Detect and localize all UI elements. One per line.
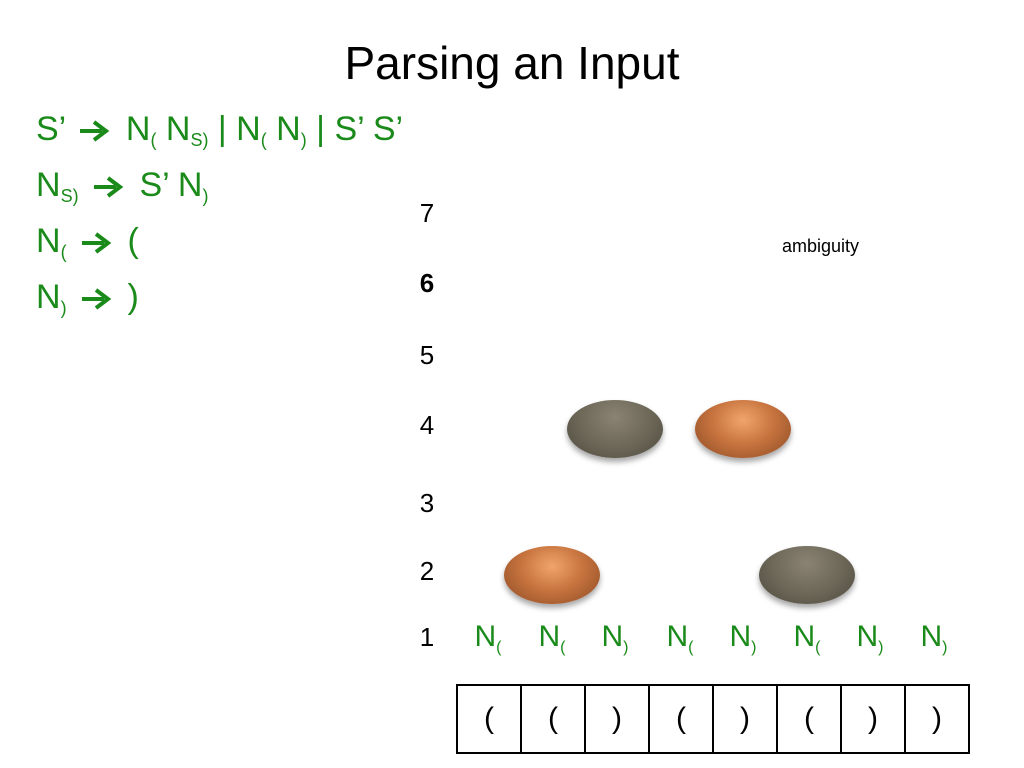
parse-cell-orange (504, 546, 600, 604)
input-row: (()()()) (456, 684, 970, 754)
rule-1-rhs-c: | N (208, 110, 261, 148)
nonterminal: N( (474, 620, 502, 656)
row-label: 4 (419, 410, 435, 440)
arrow-right-icon (82, 288, 112, 310)
rule-1-rhs-sub-a: ( (150, 130, 157, 150)
rule-2-lhs-sub: S) (60, 186, 79, 206)
input-cell: ) (584, 684, 650, 754)
rule-4-lhs-sub: ) (60, 298, 67, 318)
arrow-right-icon (82, 232, 112, 254)
grammar-rule-4: N) ) (36, 280, 403, 336)
nonterminal: N( (793, 620, 821, 656)
parse-cell-gray (759, 546, 855, 604)
rule-2-lhs: N (36, 166, 61, 204)
input-table: (()()()) (456, 684, 970, 754)
row-label: 2 (419, 556, 435, 586)
rule-2-rhs-sub: ) (202, 186, 209, 206)
row-label: 6 (419, 268, 435, 298)
rule-1-rhs-sub-b: S) (190, 130, 209, 150)
arrow-right-icon (80, 120, 110, 142)
ambiguity-annotation: ambiguity (782, 236, 860, 256)
nonterminal: N) (601, 620, 629, 656)
rule-3-rhs: ( (127, 222, 139, 260)
parse-cell-orange (695, 400, 791, 458)
nonterminal: N) (856, 620, 884, 656)
slide-title: Parsing an Input (344, 37, 680, 89)
input-cell: ) (904, 684, 970, 754)
nonterminal: N( (666, 620, 694, 656)
grammar-rule-2: NS) S’ N) (36, 168, 403, 224)
rule-1-rhs-e: | S’ S’ (306, 110, 404, 148)
nonterminal: N( (538, 620, 566, 656)
row-label: 1 (419, 622, 435, 652)
grammar-rule-1: S’ N( NS) | N( N) | S’ S’ (36, 112, 403, 168)
input-cell: ( (456, 684, 522, 754)
input-cell: ) (712, 684, 778, 754)
rule-4-lhs: N (36, 278, 61, 316)
rule-1-rhs-b: N (156, 110, 191, 148)
rule-4-rhs: ) (127, 278, 139, 316)
input-cell: ) (840, 684, 906, 754)
parse-cell-gray (567, 400, 663, 458)
rule-3-lhs-sub: ( (60, 242, 67, 262)
rule-1-rhs-a: N (125, 110, 151, 148)
grammar-rule-3: N( ( (36, 224, 403, 280)
rule-3-lhs: N (36, 222, 61, 260)
row-label: 7 (419, 198, 435, 228)
rule-1-rhs-sub-d: ) (300, 130, 307, 150)
rule-2-rhs: S’ N (139, 166, 203, 204)
arrow-right-icon (94, 176, 124, 198)
rule-1-lhs: S’ (36, 110, 65, 148)
input-cell: ( (648, 684, 714, 754)
rule-1-rhs-d: N (266, 110, 301, 148)
grammar-rules: S’ N( NS) | N( N) | S’ S’ NS) S’ N) N( (… (36, 112, 403, 336)
row-label: 3 (419, 488, 435, 518)
nonterminal: N) (729, 620, 757, 656)
input-cell: ( (776, 684, 842, 754)
input-cell: ( (520, 684, 586, 754)
rule-1-rhs-sub-c: ( (260, 130, 267, 150)
row-label: 5 (419, 340, 435, 370)
nonterminal: N) (920, 620, 948, 656)
